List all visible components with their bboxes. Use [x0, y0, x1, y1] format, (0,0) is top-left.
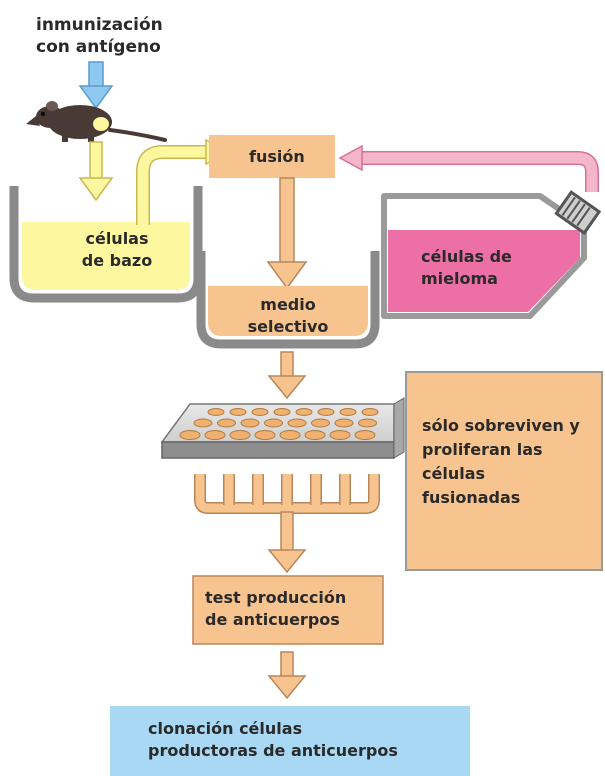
well	[229, 408, 247, 416]
well	[304, 430, 326, 440]
fusion-to-medium-arrow	[266, 177, 308, 290]
selective-medium-label: medio selectivo	[247, 295, 329, 336]
well	[273, 408, 291, 416]
spleen-extraction-arrow	[78, 141, 114, 202]
antibody-test-label: test producción de anticuerpos	[205, 588, 347, 629]
immunization-label: inmunización con antígeno	[36, 15, 163, 57]
well	[217, 418, 236, 428]
well	[317, 408, 335, 416]
test-to-cloning-arrow	[267, 651, 307, 700]
fusion-box	[209, 135, 335, 178]
well	[264, 418, 283, 428]
well	[287, 418, 307, 428]
well	[204, 430, 226, 440]
well	[240, 418, 260, 428]
well	[311, 418, 330, 428]
well	[229, 430, 251, 440]
well	[339, 408, 357, 416]
mouse-icon	[26, 101, 167, 142]
fusion-label: fusión	[249, 147, 305, 166]
well	[354, 430, 376, 440]
well-plate-icon	[160, 397, 405, 459]
survival-note-box	[405, 371, 603, 571]
myeloma-to-fusion-arrow	[338, 144, 599, 192]
well	[179, 430, 201, 440]
spleen-cells-label: células de bazo	[81, 229, 153, 270]
antigen-arrow	[78, 61, 114, 110]
myeloma-cells-label: células de mieloma	[421, 247, 512, 288]
well	[329, 430, 351, 440]
well	[334, 418, 354, 428]
well	[254, 430, 276, 440]
beaker-icon	[196, 251, 380, 349]
well	[193, 418, 213, 428]
medium-to-plate-arrow	[267, 351, 307, 400]
well	[279, 430, 301, 440]
well	[361, 408, 379, 416]
antibody-test-box	[192, 575, 384, 645]
well	[358, 418, 377, 428]
flask-icon	[381, 190, 602, 319]
well	[251, 408, 269, 416]
well	[295, 408, 313, 416]
well	[207, 408, 225, 416]
cloning-box	[110, 706, 470, 776]
cloning-label: clonación células productoras de anticue…	[148, 719, 398, 760]
survival-note-text: sólo sobreviven y proliferan las células…	[422, 416, 580, 507]
multichannel-pipette-arrow	[194, 474, 380, 574]
